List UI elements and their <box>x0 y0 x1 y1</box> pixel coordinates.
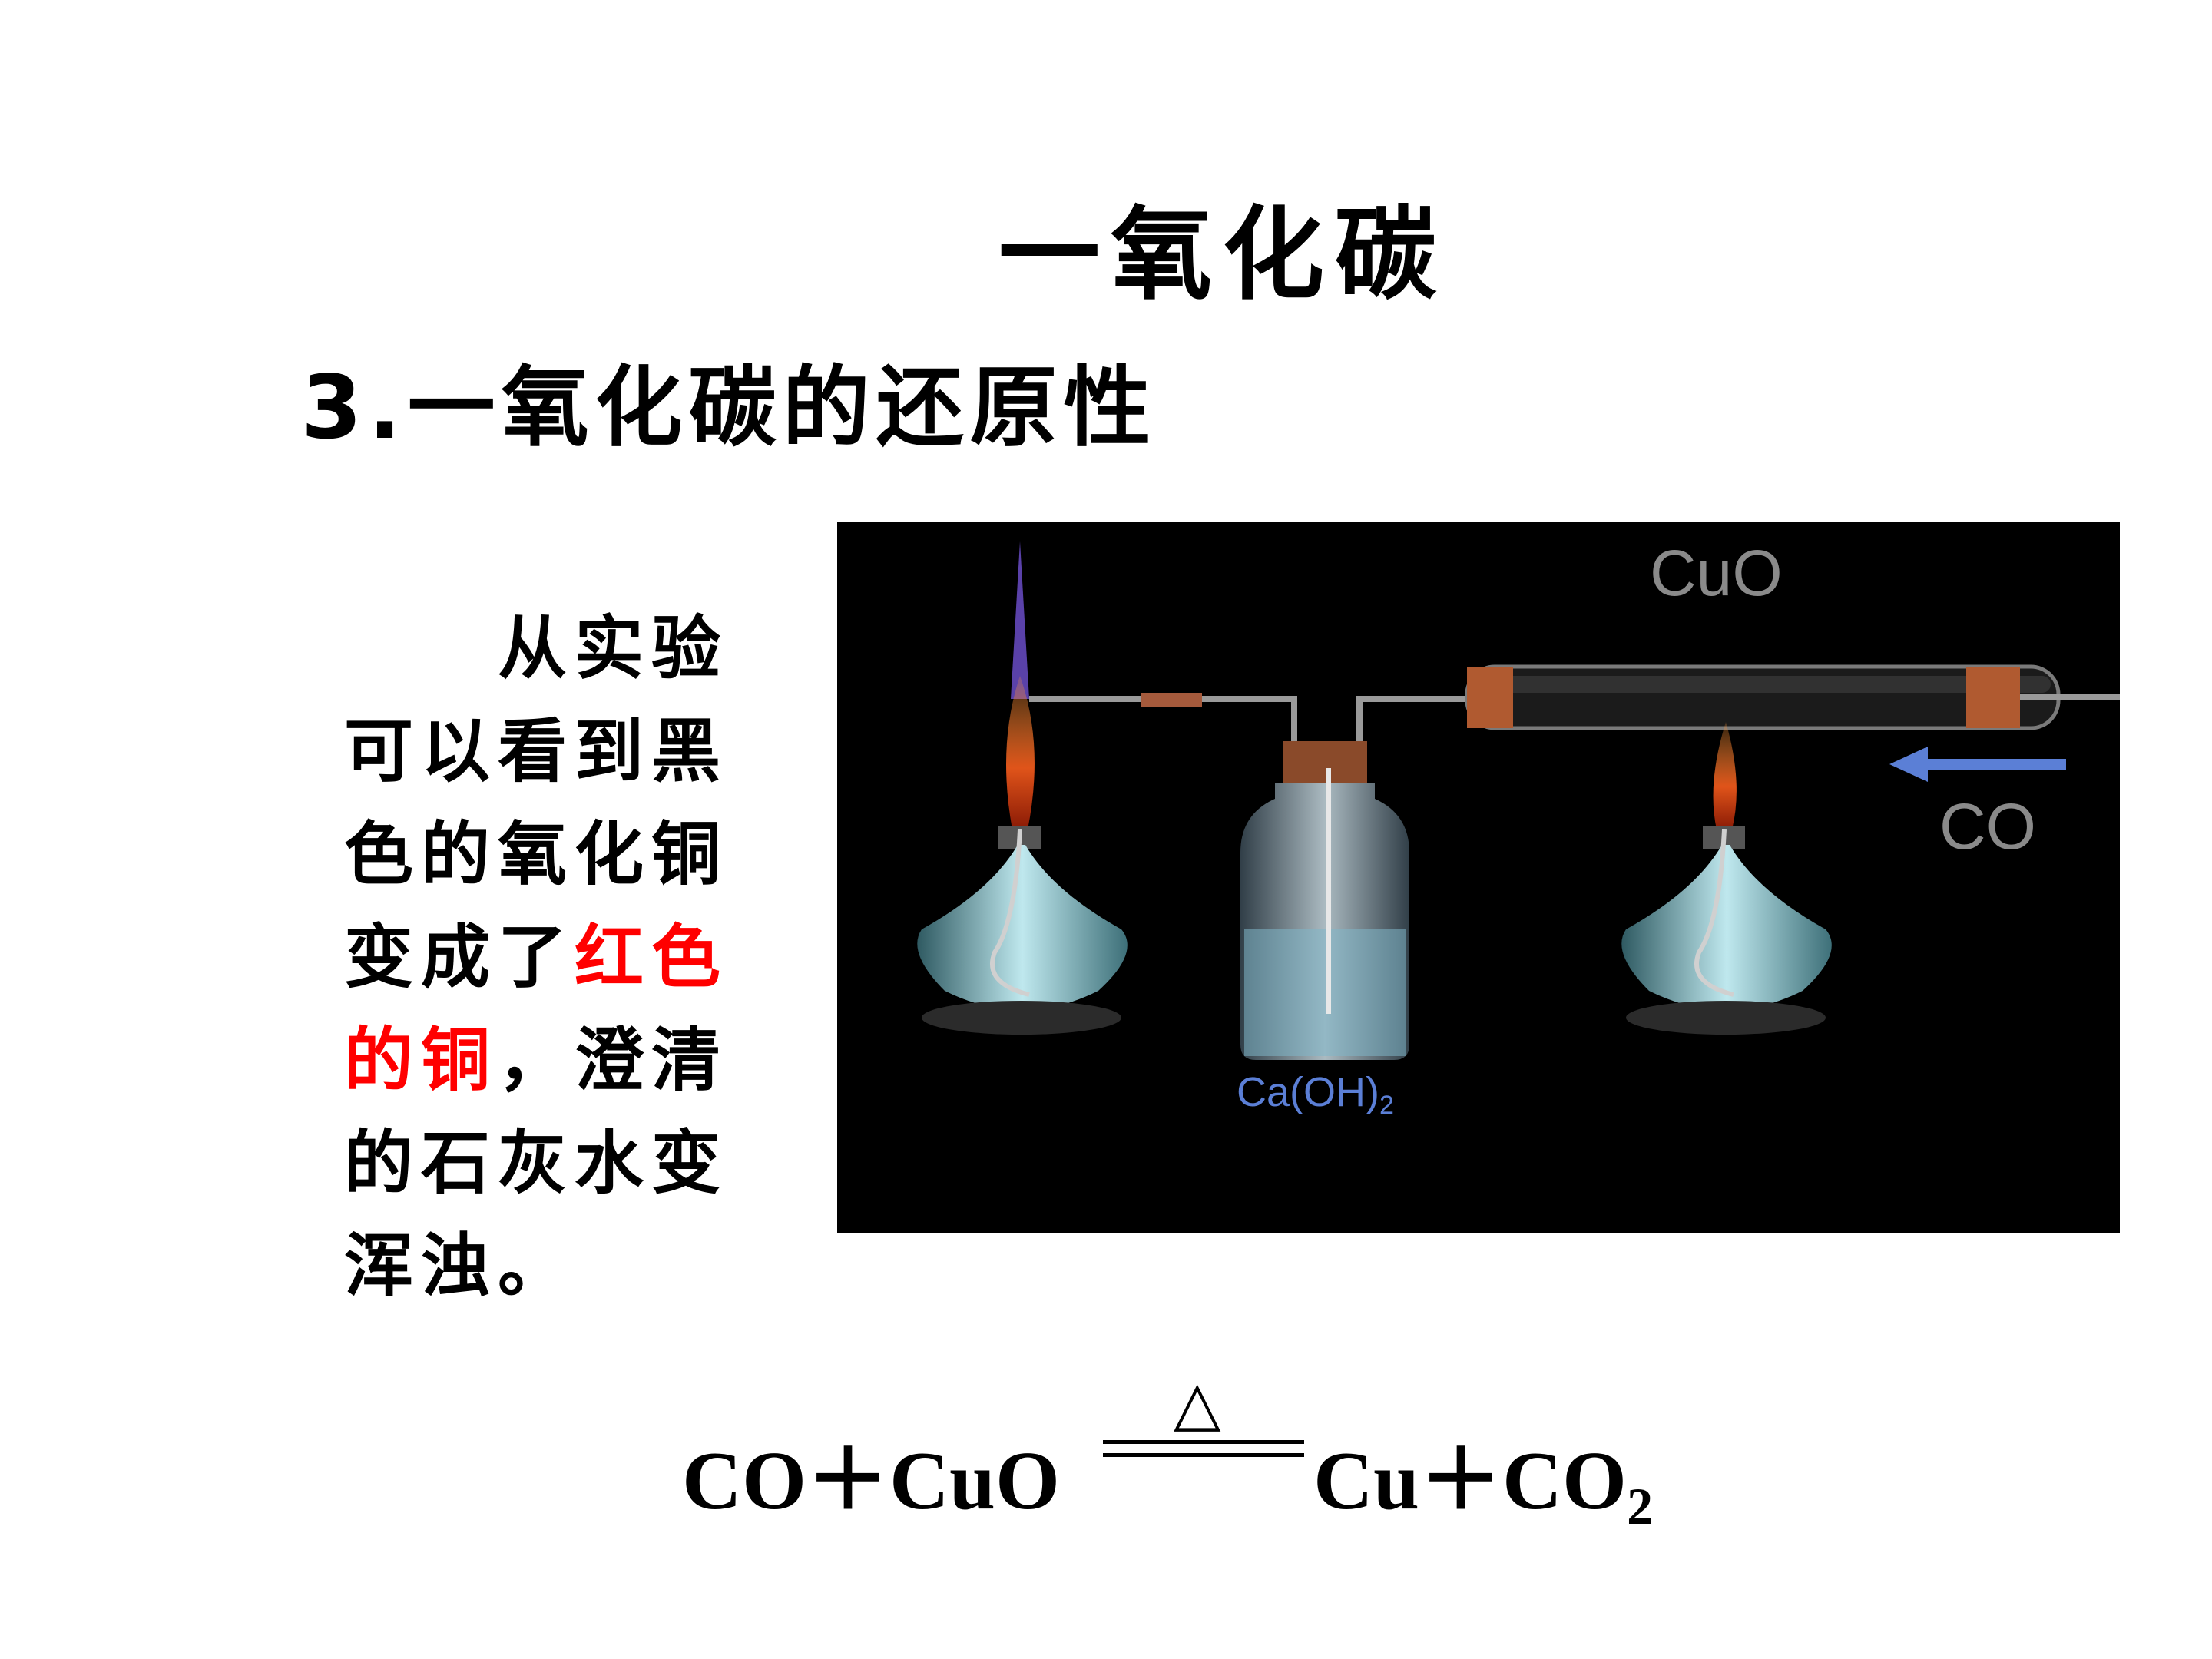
equals-line-bottom <box>1103 1453 1304 1457</box>
equals-line-top <box>1103 1440 1304 1444</box>
equation-products: Cu＋CO2 <box>1313 1413 1653 1537</box>
limewater-bottle <box>1240 741 1409 1060</box>
tube-label: CuO <box>1650 537 1783 609</box>
experiment-apparatus: Ca(OH)2 CuO CO <box>917 537 2120 1120</box>
observation-text: 从实验可以看到黑色的氧化铜变成了红色的铜，澄清的石灰水变浑浊。 <box>344 598 774 1318</box>
purple-flame <box>1011 541 1029 699</box>
gas-label: CO <box>1939 790 2036 863</box>
combustion-tube <box>1465 664 2120 730</box>
rubber-connector <box>1141 693 1202 707</box>
left-flame <box>1006 676 1035 830</box>
section-subtitle: 3.一氧化碳的还原性 <box>301 356 1157 459</box>
products-text: Cu＋CO <box>1313 1435 1628 1527</box>
bottle-label: Ca(OH)2 <box>1237 1069 1394 1120</box>
products-subscript: 2 <box>1627 1477 1654 1535</box>
observation-part2: ，澄清的石灰水变浑浊。 <box>344 1020 728 1306</box>
right-flame <box>1713 722 1737 830</box>
slide-title: 一氧化碳 <box>998 196 1447 314</box>
experiment-figure: Ca(OH)2 CuO CO <box>837 522 2120 1233</box>
chemical-equation: CO＋CuO △ Cu＋CO2 <box>682 1367 1757 1536</box>
right-alcohol-lamp <box>1621 826 1832 1035</box>
observation-part1: 从实验可以看到黑色的氧化铜变成了 <box>344 608 728 998</box>
left-alcohol-lamp <box>917 826 1128 1035</box>
heat-condition: △ <box>1174 1370 1221 1438</box>
observation-highlight: 红色的铜 <box>344 917 728 1101</box>
delivery-tube-left <box>1029 696 1297 745</box>
equation-reactants: CO＋CuO <box>682 1435 1061 1527</box>
gas-flow-arrow <box>1889 747 2066 782</box>
